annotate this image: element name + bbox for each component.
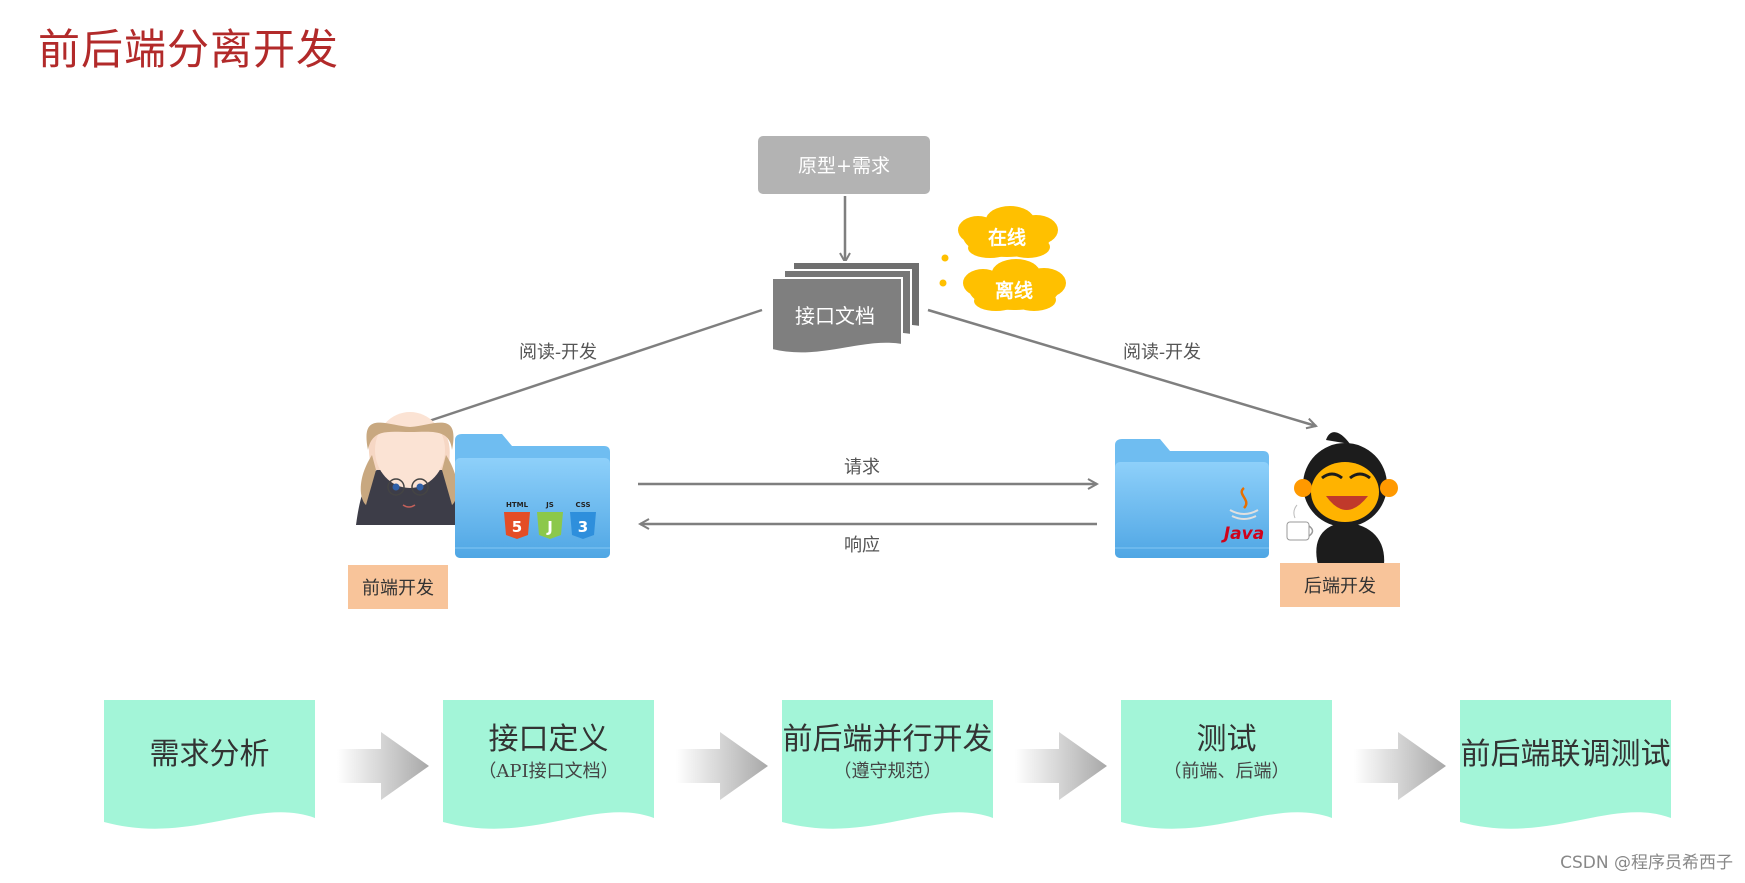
online-cloud [958, 206, 1058, 258]
css3-icon: 3 CSS [570, 501, 596, 539]
read-dev-left-label: 阅读-开发 [519, 342, 597, 363]
css-text: CSS [575, 501, 590, 509]
cloud-dot [941, 254, 949, 262]
page-title: 前后端分离开发 [38, 25, 340, 74]
doc-to-frontend-arrow [414, 308, 763, 426]
html-text: HTML [506, 501, 529, 509]
workflow-step: 测试 （前端、后端） [1121, 700, 1332, 829]
svg-text:3: 3 [578, 518, 588, 536]
step-shape [782, 700, 993, 829]
cloud-dot [939, 279, 947, 287]
backend-developer-avatar [1286, 432, 1398, 565]
js-icon: J JS [537, 501, 563, 539]
workflow-step: 需求分析 [104, 700, 315, 829]
svg-text:5: 5 [512, 518, 522, 536]
frontend-label-box [348, 565, 448, 609]
workflow-step: 前后端并行开发 （遵守规范） [782, 700, 993, 829]
backend-folder-icon [1115, 439, 1269, 558]
backend-label: 后端开发 [1304, 576, 1376, 597]
step-shape [1121, 700, 1332, 829]
step-arrow-icon [1015, 732, 1107, 800]
step-subtitle: （遵守规范） [834, 761, 942, 782]
offline-cloud [963, 259, 1066, 311]
response-label: 响应 [844, 535, 880, 556]
api-doc-stack [771, 261, 921, 355]
request-label: 请求 [844, 457, 880, 478]
step-arrow-icon [337, 732, 429, 800]
step-title: 测试 [1197, 722, 1257, 757]
workflow-step: 前后端联调测试 [1460, 700, 1671, 829]
step-title: 前后端并行开发 [783, 722, 993, 757]
step-shape [104, 700, 315, 829]
step-subtitle: （API接口文档） [478, 761, 618, 782]
doc-to-backend-arrow [927, 308, 1316, 426]
step-arrow-icon [676, 732, 768, 800]
java-icon: Java [1221, 487, 1264, 544]
prototype-box [758, 136, 930, 194]
frontend-folder-icon [455, 434, 610, 558]
step-shape [1460, 700, 1671, 829]
step-arrow-icon [1354, 732, 1446, 800]
read-dev-right-label: 阅读-开发 [1123, 342, 1201, 363]
step-subtitle: （前端、后端） [1164, 761, 1290, 782]
frontend-label: 前端开发 [362, 578, 434, 599]
step-title: 接口定义 [489, 722, 609, 757]
watermark: CSDN @程序员希西子 [1560, 853, 1733, 873]
js-text: JS [545, 501, 554, 509]
backend-label-box [1280, 563, 1400, 607]
frontend-developer-avatar [356, 412, 463, 525]
cloud-online-label: 在线 [988, 226, 1026, 249]
workflow-steps: 需求分析 接口定义 （API接口文档） 前后端并行开发 （遵守规范） 测试 （前端、后端） 前… [104, 700, 1671, 829]
html5-icon: 5 HTML [504, 501, 530, 539]
step-title: 需求分析 [150, 737, 270, 772]
step-shape [443, 700, 654, 829]
cloud-offline-label: 离线 [995, 279, 1033, 302]
svg-text:J: J [546, 518, 553, 536]
step-title: 前后端联调测试 [1461, 737, 1671, 772]
prototype-label: 原型+需求 [798, 155, 890, 177]
doc-label: 接口文档 [795, 304, 875, 328]
workflow-step: 接口定义 （API接口文档） [443, 700, 654, 829]
java-text: Java [1221, 524, 1264, 544]
